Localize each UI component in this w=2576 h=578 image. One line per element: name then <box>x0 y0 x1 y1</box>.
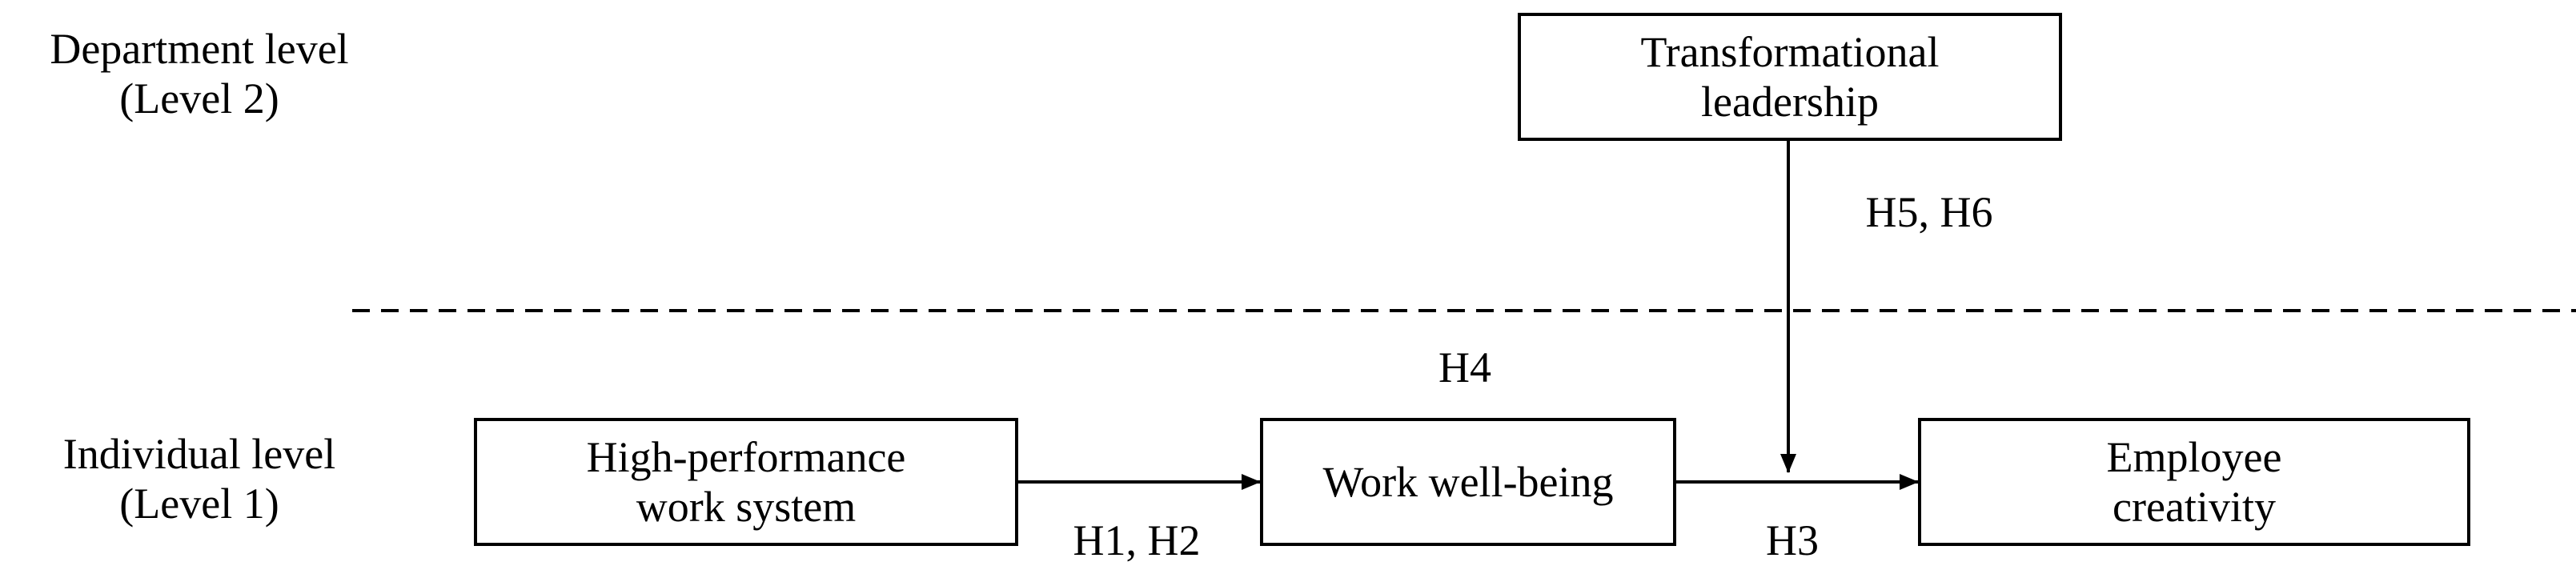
work-well-being-line1: Work well-being <box>1322 458 1614 506</box>
hypothesis-label-h3: H3 <box>1766 516 1819 564</box>
transformational-leadership-line1: Transformational <box>1640 28 1940 76</box>
employee-creativity-line2: creativity <box>2113 483 2276 531</box>
hpws-line2: work system <box>636 483 857 531</box>
work-well-being-box: Work well-being <box>1260 418 1676 546</box>
hpws-line1: High-performance <box>586 433 906 481</box>
employee-creativity-box: Employee creativity <box>1918 418 2470 546</box>
hypothesis-label-h4: H4 <box>1438 343 1491 391</box>
employee-creativity-line1: Employee <box>2106 433 2282 481</box>
department-level-number: (Level 2) <box>119 74 279 122</box>
hypothesis-label-h1-h2: H1, H2 <box>1073 516 1201 564</box>
individual-level-text: Individual level <box>62 430 336 478</box>
hypothesis-label-h5-h6: H5, H6 <box>1865 188 1993 236</box>
department-level-text: Department level <box>50 25 349 73</box>
transformational-leadership-box: Transformational leadership <box>1518 13 2062 141</box>
department-level-label: Department level (Level 2) <box>11 24 387 123</box>
high-performance-work-system-box: High-performance work system <box>474 418 1018 546</box>
individual-level-number: (Level 1) <box>119 480 279 528</box>
individual-level-label: Individual level (Level 1) <box>11 429 387 528</box>
transformational-leadership-line2: leadership <box>1701 78 1879 126</box>
